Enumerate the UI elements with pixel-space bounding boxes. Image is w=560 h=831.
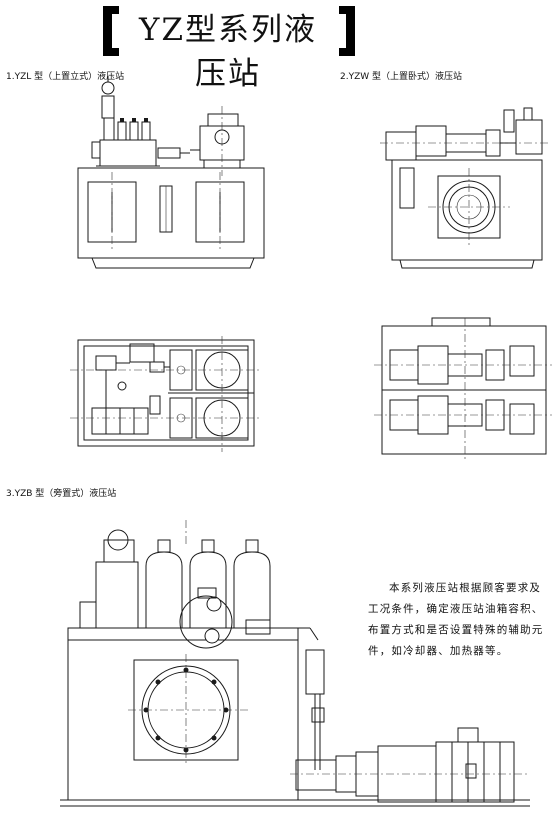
- section-label-yzw: 2.YZW 型（上置卧式）液压站: [340, 72, 463, 82]
- page-title: YZ型系列液压站: [138, 12, 317, 92]
- yzl-plan-view-drawing: [70, 336, 262, 452]
- yzl-front-view-drawing: [77, 76, 265, 269]
- description-paragraph: 本系列液压站根据顾客要求及工况条件，确定液压站油箱容积、布置方式和是否设置特殊的…: [368, 582, 544, 657]
- title-banner: YZ型系列液压站: [103, 6, 355, 92]
- yzw-front-view-drawing: [380, 107, 548, 269]
- yzb-drawing: [60, 520, 530, 807]
- title-bracket-graphic: [103, 6, 355, 56]
- yzw-plan-view-drawing: [374, 317, 552, 462]
- section-label-yzb: 3.YZB 型（旁置式）液压站: [6, 489, 117, 499]
- section-label-yzl: 1.YZL 型（上置立式）液压站: [6, 72, 125, 82]
